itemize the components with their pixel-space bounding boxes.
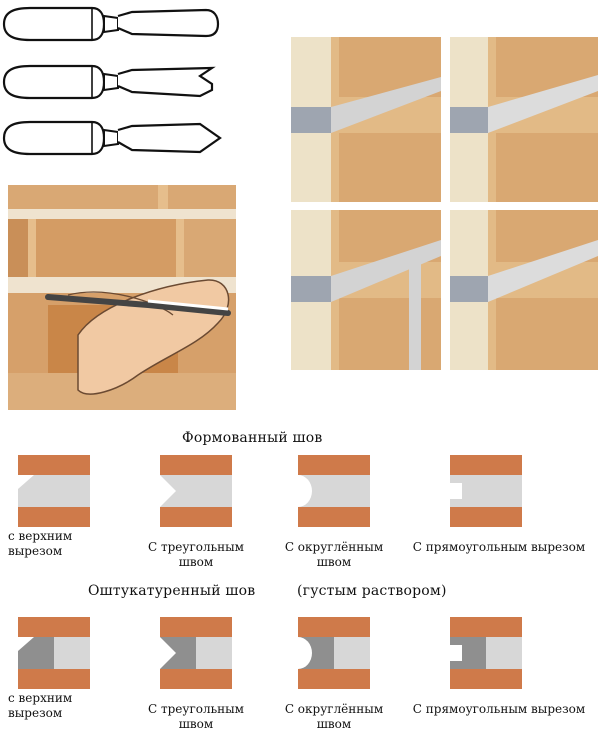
- joint-closeup-4: [450, 210, 598, 370]
- caption-plastered-top-cut: с верхним вырезом: [8, 691, 73, 720]
- plastered-joint-title: Оштукатуренный шов: [88, 583, 256, 599]
- caption-plastered-rounded: С округлённым швом: [284, 702, 384, 731]
- joint-top-cut-diagram: [18, 455, 90, 527]
- joint-rectangular-diagram: [450, 455, 522, 527]
- joint-rounded-diagram: [298, 455, 370, 527]
- caption-rectangular: С прямоугольным вырезом: [412, 540, 586, 554]
- caption-rounded: С округлённым швом: [284, 540, 384, 569]
- plastered-rectangular-diagram: [450, 617, 522, 689]
- joint-closeup-1: [291, 37, 441, 202]
- chisel-icon: [2, 120, 222, 156]
- brick-wall-illustration: [8, 185, 236, 410]
- joint-closeup-3: [291, 210, 441, 370]
- caption-plastered-rectangular: С прямоугольным вырезом: [412, 702, 586, 716]
- plastered-rounded-diagram: [298, 617, 370, 689]
- caption-triangular: С треугольным швом: [147, 540, 245, 569]
- caption-plastered-triangular: С треугольным швом: [147, 702, 245, 731]
- chisel-icon: [2, 64, 216, 100]
- jointing-tools: [2, 6, 222, 156]
- caption-top-cut: с верхним вырезом: [8, 529, 73, 558]
- plastered-top-cut-diagram: [18, 617, 90, 689]
- plastered-joint-subtitle: (густым раствором): [297, 583, 447, 599]
- joint-triangular-diagram: [160, 455, 232, 527]
- chisel-icon: [2, 6, 220, 42]
- plastered-triangular-diagram: [160, 617, 232, 689]
- joint-closeup-2: [450, 37, 598, 202]
- formed-joint-title: Формованный шов: [182, 430, 323, 446]
